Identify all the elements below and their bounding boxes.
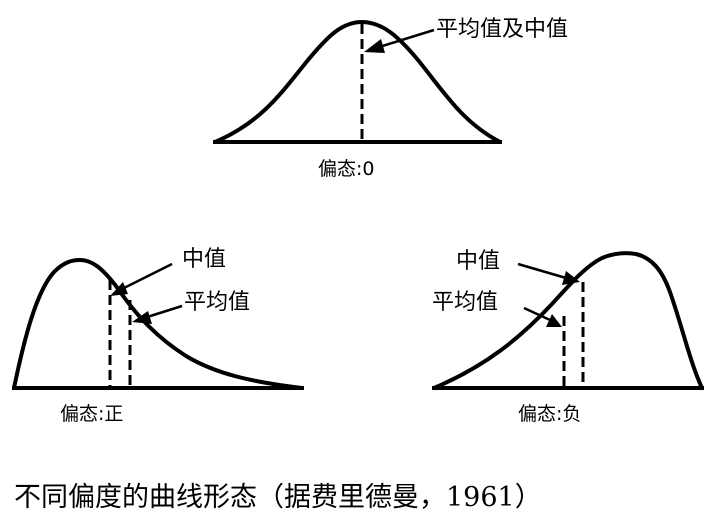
positive-skew-curve <box>12 258 304 390</box>
symmetric-skew-label: 偏态:0 <box>318 158 375 180</box>
negative-mean-label: 平均值 <box>432 290 498 315</box>
positive-median-label: 中值 <box>182 247 226 272</box>
positive-mean-leader <box>143 304 183 320</box>
negative-skew-curve <box>432 251 704 390</box>
mean-median-label: 平均值及中值 <box>436 17 568 42</box>
positive-skew-distribution: 中值 平均值 偏态:正 <box>12 247 304 425</box>
positive-median-arrowhead <box>110 282 128 296</box>
negative-skew-label: 偏态:负 <box>518 403 581 425</box>
positive-skew-label: 偏态:正 <box>60 403 123 425</box>
negative-mean-leader <box>523 306 551 322</box>
mean-median-arrowhead <box>364 39 385 53</box>
negative-skew-distribution: 中值 平均值 偏态:负 <box>432 249 704 425</box>
positive-mean-arrowhead <box>132 311 152 324</box>
negative-mean-arrowhead <box>546 314 562 327</box>
negative-median-arrowhead <box>562 271 580 285</box>
symmetric-distribution: 平均值及中值 偏态:0 <box>213 17 568 180</box>
symmetric-curve <box>213 20 502 144</box>
negative-median-leader <box>517 262 567 280</box>
positive-median-leader <box>119 262 173 292</box>
positive-mean-label: 平均值 <box>184 290 250 315</box>
figure-caption: 不同偏度的曲线形态（据费里德曼，1961） <box>14 482 542 513</box>
negative-median-label: 中值 <box>456 249 500 274</box>
mean-median-leader <box>375 28 435 50</box>
